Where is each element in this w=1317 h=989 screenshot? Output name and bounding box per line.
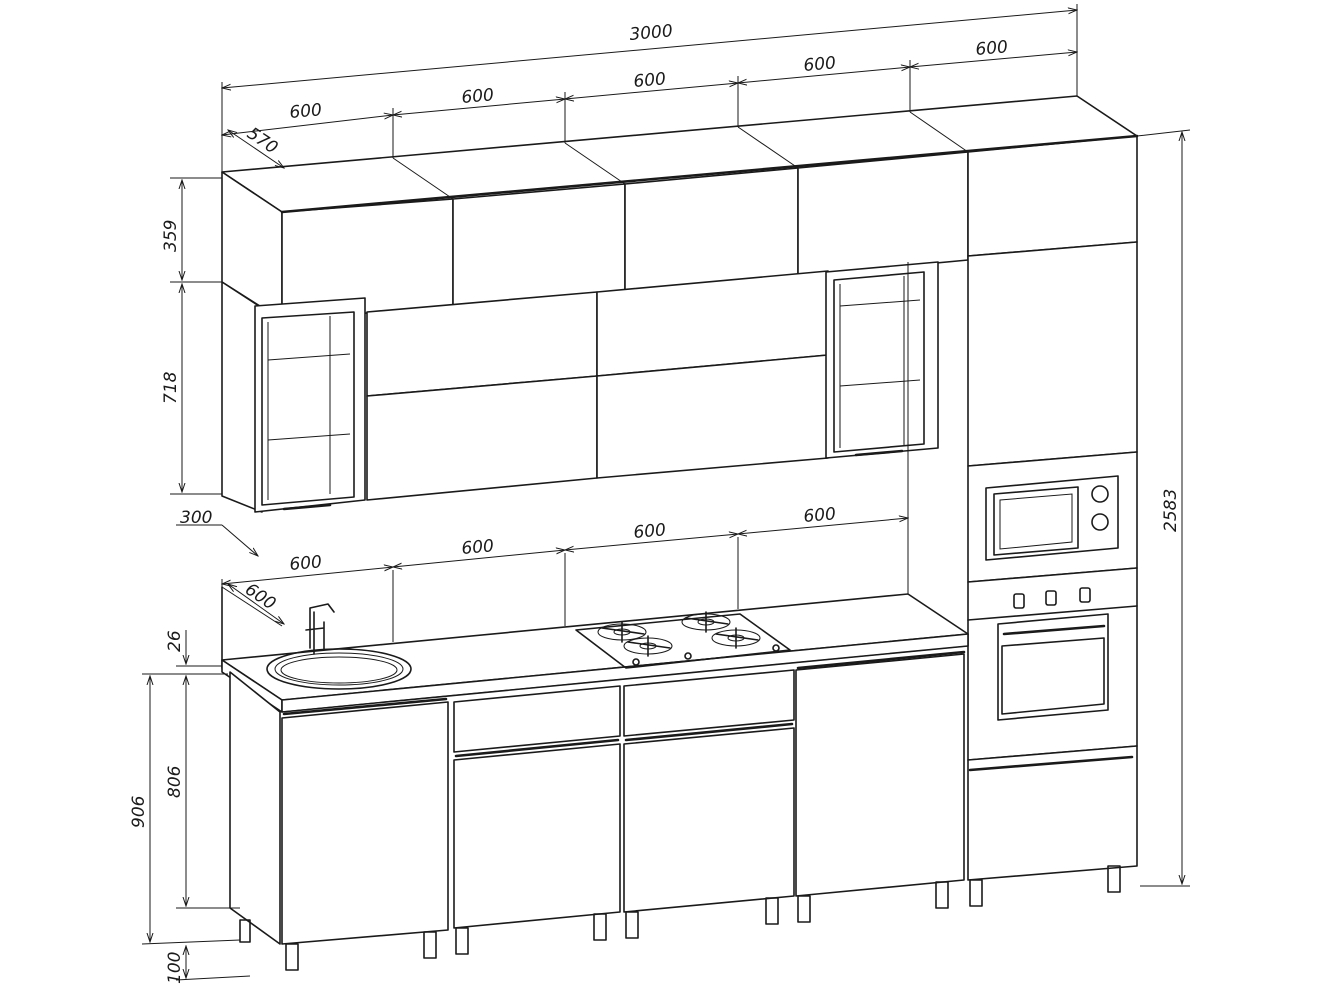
- oven: [967, 587, 1138, 721]
- dim-countertop-thickness: 26: [165, 630, 185, 652]
- dim-upper-module-3: 600: [633, 69, 667, 92]
- dim-lower-module-3: 600: [633, 520, 667, 543]
- countertop: [221, 593, 969, 713]
- dim-lower-depth: 600: [241, 580, 279, 615]
- microwave-knob-icon: [1091, 513, 1109, 531]
- hob-knob-icon: [684, 652, 692, 660]
- microwave: [985, 475, 1119, 561]
- dim-upper-cabinet-depth: 300: [180, 508, 212, 528]
- dim-upper-module-2: 600: [461, 85, 495, 108]
- leg: [797, 895, 811, 923]
- lower-cabinets-row: [229, 645, 969, 945]
- dimension-labels: 3000 600 600 600 600 600 570 359 718 300…: [129, 21, 1181, 984]
- microwave-knob-icon: [1091, 485, 1109, 503]
- leg: [285, 943, 299, 971]
- leg: [935, 881, 949, 909]
- sink: [266, 603, 412, 690]
- dim-lower-module-4: 600: [803, 504, 837, 527]
- leg: [969, 879, 983, 907]
- tall-column: [967, 241, 1138, 881]
- leg: [423, 931, 437, 959]
- dim-upper-module-5: 600: [975, 37, 1009, 60]
- dim-lower-total-height: 906: [129, 795, 149, 828]
- dim-column-height: 2583: [1161, 489, 1181, 532]
- leg: [1107, 865, 1121, 893]
- upper-cabinets-row: [221, 261, 939, 594]
- leg: [593, 913, 607, 941]
- oven-knob-icon: [1045, 590, 1057, 606]
- leg: [765, 897, 779, 925]
- dimension-lines: [141, 4, 1191, 981]
- oven-knob-icon: [1013, 593, 1025, 609]
- dim-mezzanine-height: 359: [161, 220, 181, 252]
- dim-lower-module-1: 600: [289, 552, 323, 575]
- hob-knob-icon: [632, 658, 640, 666]
- dim-total-width: 3000: [629, 21, 674, 45]
- gas-hob: [575, 611, 791, 669]
- dim-lower-body-height: 806: [165, 765, 185, 798]
- hob-knob-icon: [772, 644, 780, 652]
- dim-upper-cabinet-height: 718: [161, 371, 181, 404]
- leg: [455, 927, 469, 955]
- dim-lower-module-2: 600: [461, 536, 495, 559]
- dim-upper-module-4: 600: [803, 53, 837, 76]
- cabinet-legs: [239, 865, 1121, 971]
- dim-upper-module-1: 600: [289, 100, 323, 123]
- leg: [239, 919, 251, 943]
- dim-leg-height: 100: [165, 952, 185, 984]
- leg: [625, 911, 639, 939]
- oven-knob-icon: [1079, 587, 1091, 603]
- faucet-icon: [309, 603, 335, 649]
